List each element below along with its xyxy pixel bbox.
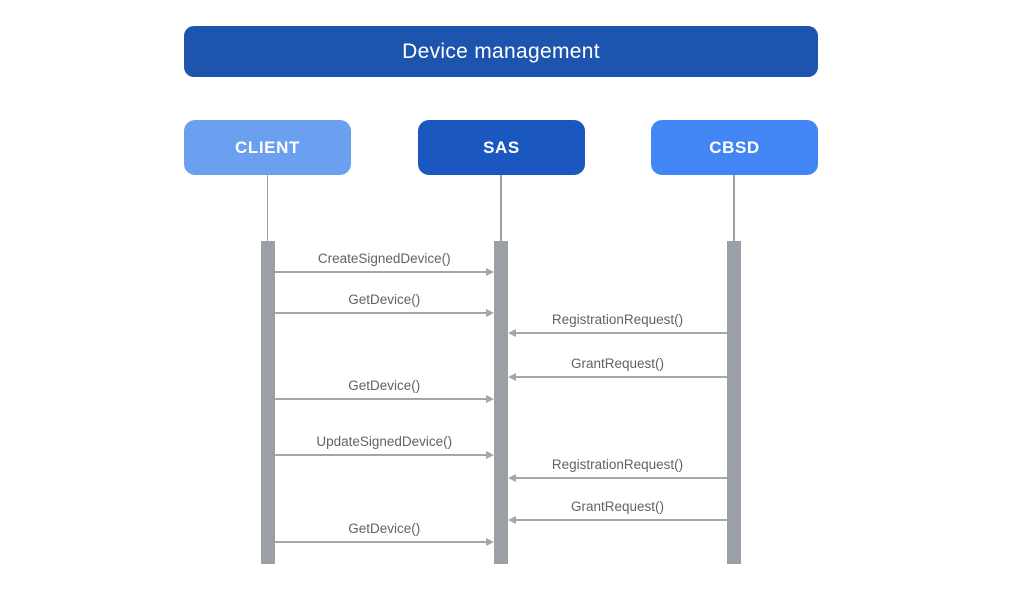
message-arrowhead bbox=[486, 308, 494, 317]
message-label: UpdateSignedDevice() bbox=[316, 434, 453, 449]
diagram-title: Device management bbox=[184, 26, 818, 77]
message-label: GetDevice() bbox=[348, 378, 421, 393]
message-arrowhead bbox=[486, 267, 494, 276]
message-arrowhead bbox=[508, 473, 516, 482]
message-line bbox=[274, 271, 487, 273]
activation-bar-sas bbox=[494, 241, 508, 564]
message-label: RegistrationRequest() bbox=[551, 457, 684, 472]
lifeline-cbsd bbox=[733, 175, 735, 241]
message-line bbox=[274, 541, 487, 543]
message-arrowhead bbox=[486, 450, 494, 459]
message-label: GrantRequest() bbox=[570, 499, 665, 514]
message-arrowhead bbox=[486, 537, 494, 546]
message-label: CreateSignedDevice() bbox=[317, 251, 451, 266]
lifeline-client bbox=[266, 175, 269, 241]
message-label: RegistrationRequest() bbox=[551, 312, 684, 327]
message-line bbox=[274, 454, 487, 456]
activation-bar-client bbox=[260, 241, 275, 564]
message-line bbox=[274, 398, 487, 400]
lifeline-sas bbox=[500, 175, 502, 241]
message-line bbox=[515, 376, 727, 378]
actor-box-sas: SAS bbox=[418, 120, 585, 175]
activation-bar-cbsd bbox=[727, 241, 741, 564]
message-label: GetDevice() bbox=[348, 292, 421, 307]
message-line bbox=[515, 332, 727, 334]
message-arrowhead bbox=[508, 372, 516, 381]
message-line bbox=[274, 312, 487, 314]
message-line bbox=[515, 519, 727, 521]
message-label: GrantRequest() bbox=[570, 356, 665, 371]
message-arrowhead bbox=[508, 328, 516, 337]
message-label: GetDevice() bbox=[348, 521, 421, 536]
message-arrowhead bbox=[508, 515, 516, 524]
actor-box-cbsd: CBSD bbox=[651, 120, 818, 175]
message-line bbox=[515, 477, 727, 479]
actor-box-client: CLIENT bbox=[184, 120, 351, 175]
message-arrowhead bbox=[486, 394, 494, 403]
